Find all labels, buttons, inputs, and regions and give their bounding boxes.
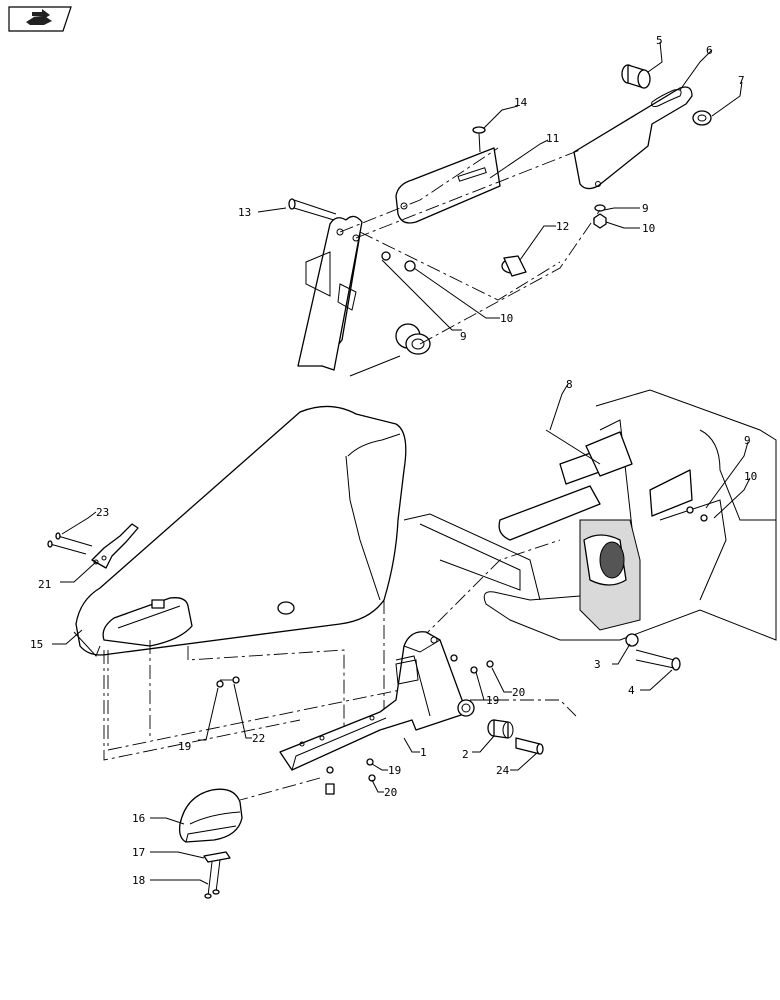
part-15-fender [73, 405, 407, 657]
part-22-washer-left [232, 676, 240, 684]
callout-9-top: 9 [642, 202, 649, 215]
part-19-washer-low [366, 758, 374, 766]
callout-15: 15 [30, 638, 43, 651]
callout-4: 4 [628, 684, 635, 697]
part-9-washer-mid [381, 251, 391, 261]
callout-23: 23 [96, 506, 109, 519]
callout-11: 11 [546, 132, 559, 145]
part-8-bolt [545, 429, 601, 465]
part-hardware-b [470, 666, 478, 674]
part-11-plate [395, 147, 501, 224]
part-13-bolt [288, 198, 337, 221]
part-24-pin [515, 737, 544, 755]
callout-21: 21 [38, 578, 51, 591]
part-16-cap [178, 788, 243, 843]
book-arrow-icon [26, 9, 52, 25]
leader-lines [52, 41, 751, 885]
callout-14: 14 [514, 96, 528, 109]
part-bolt-low [325, 783, 335, 795]
part-17-plate [203, 851, 231, 863]
part-bushing-large [395, 323, 431, 355]
callout-17: 17 [132, 846, 145, 859]
part-10-nut-mid [404, 260, 416, 272]
callout-19-right: 19 [486, 694, 499, 707]
callout-12: 12 [556, 220, 569, 233]
part-12-bushing [501, 255, 527, 277]
callout-5: 5 [656, 34, 663, 47]
part-arm-top [297, 215, 363, 371]
part-4-bolt [635, 649, 681, 671]
callout-10-right: 10 [744, 470, 757, 483]
part-19-washer-left [216, 680, 224, 688]
part-hardware-c [486, 660, 494, 668]
part-9-washer-top [594, 204, 606, 212]
callout-20-right: 20 [512, 686, 525, 699]
callout-6: 6 [706, 44, 713, 57]
part-23-bolts [47, 532, 93, 555]
callout-13: 13 [238, 206, 251, 219]
tractor-frame-assembly [403, 389, 777, 671]
part-5-bushing [621, 64, 651, 89]
callout-16: 16 [132, 812, 145, 825]
callout-1: 1 [420, 746, 427, 759]
callout-8: 8 [566, 378, 573, 391]
part-21-bracket [91, 523, 139, 569]
nav-back-button[interactable] [8, 6, 72, 32]
callout-labels: 5 6 7 14 11 9 10 13 12 9 10 8 9 10 23 21… [30, 34, 757, 887]
part-1-frame [279, 631, 475, 771]
part-6-slotted-bracket [573, 86, 693, 190]
callout-10-top: 10 [642, 222, 655, 235]
callout-18: 18 [132, 874, 145, 887]
callout-9-mid: 9 [460, 330, 467, 343]
callout-22: 22 [252, 732, 265, 745]
part-washer-low [326, 766, 334, 774]
callout-19-low: 19 [388, 764, 401, 777]
callout-24: 24 [496, 764, 510, 777]
callout-10-mid: 10 [500, 312, 513, 325]
callout-3: 3 [594, 658, 601, 671]
callout-9-right: 9 [744, 434, 751, 447]
part-2-bushing [487, 719, 514, 739]
part-7-washer [692, 110, 712, 126]
part-hardware-a [450, 654, 458, 662]
part-18-bolts [204, 859, 221, 899]
top-bracket-assembly [288, 64, 712, 371]
callout-7: 7 [738, 74, 745, 87]
part-10-nut-top [593, 213, 607, 229]
callout-20-low: 20 [384, 786, 397, 799]
callout-2: 2 [462, 748, 469, 761]
part-14-bolt [472, 126, 486, 153]
callout-19-left: 19 [178, 740, 191, 753]
